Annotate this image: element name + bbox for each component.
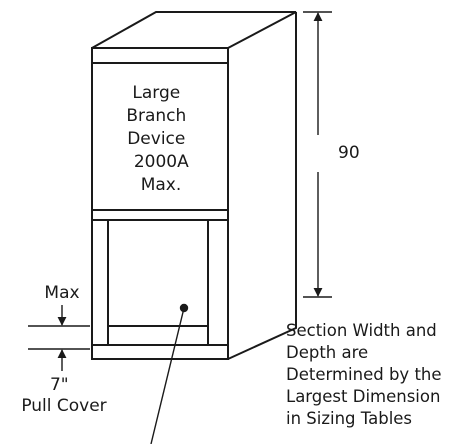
device-label-line: Large <box>132 83 180 103</box>
section-size-note: Section Width and Depth are Determined b… <box>286 321 447 428</box>
section-note-line: Section Width and <box>286 321 437 340</box>
pull-cover-label: 7" Pull Cover <box>21 375 106 416</box>
enclosure <box>91 11 297 360</box>
height-dimension: 90 <box>303 11 360 298</box>
section-note-line: Depth are <box>286 343 368 362</box>
height-dimension-value: 90 <box>338 143 360 163</box>
device-label: Large Branch Device 2000A Max. <box>126 83 194 195</box>
device-label-line: Device <box>127 129 185 149</box>
max-label: Max <box>44 283 79 303</box>
device-label-line: Max. <box>141 175 182 195</box>
device-label-line: Branch <box>126 106 186 126</box>
device-label-line: 2000A <box>134 152 189 172</box>
enclosure-front-face <box>91 47 229 360</box>
enclosure-side-face <box>227 12 297 360</box>
enclosure-top-face <box>91 11 297 49</box>
section-note-line: Determined by the <box>286 365 442 384</box>
pull-cover-label-line: 7" <box>50 375 69 395</box>
pull-cover-label-line: Pull Cover <box>21 396 106 416</box>
handle-leader-line <box>150 307 185 444</box>
pull-cover-dimension: Max 7" Pull Cover <box>21 283 106 416</box>
section-note-line: in Sizing Tables <box>286 409 412 428</box>
section-note-line: Largest Dimension <box>286 387 440 406</box>
